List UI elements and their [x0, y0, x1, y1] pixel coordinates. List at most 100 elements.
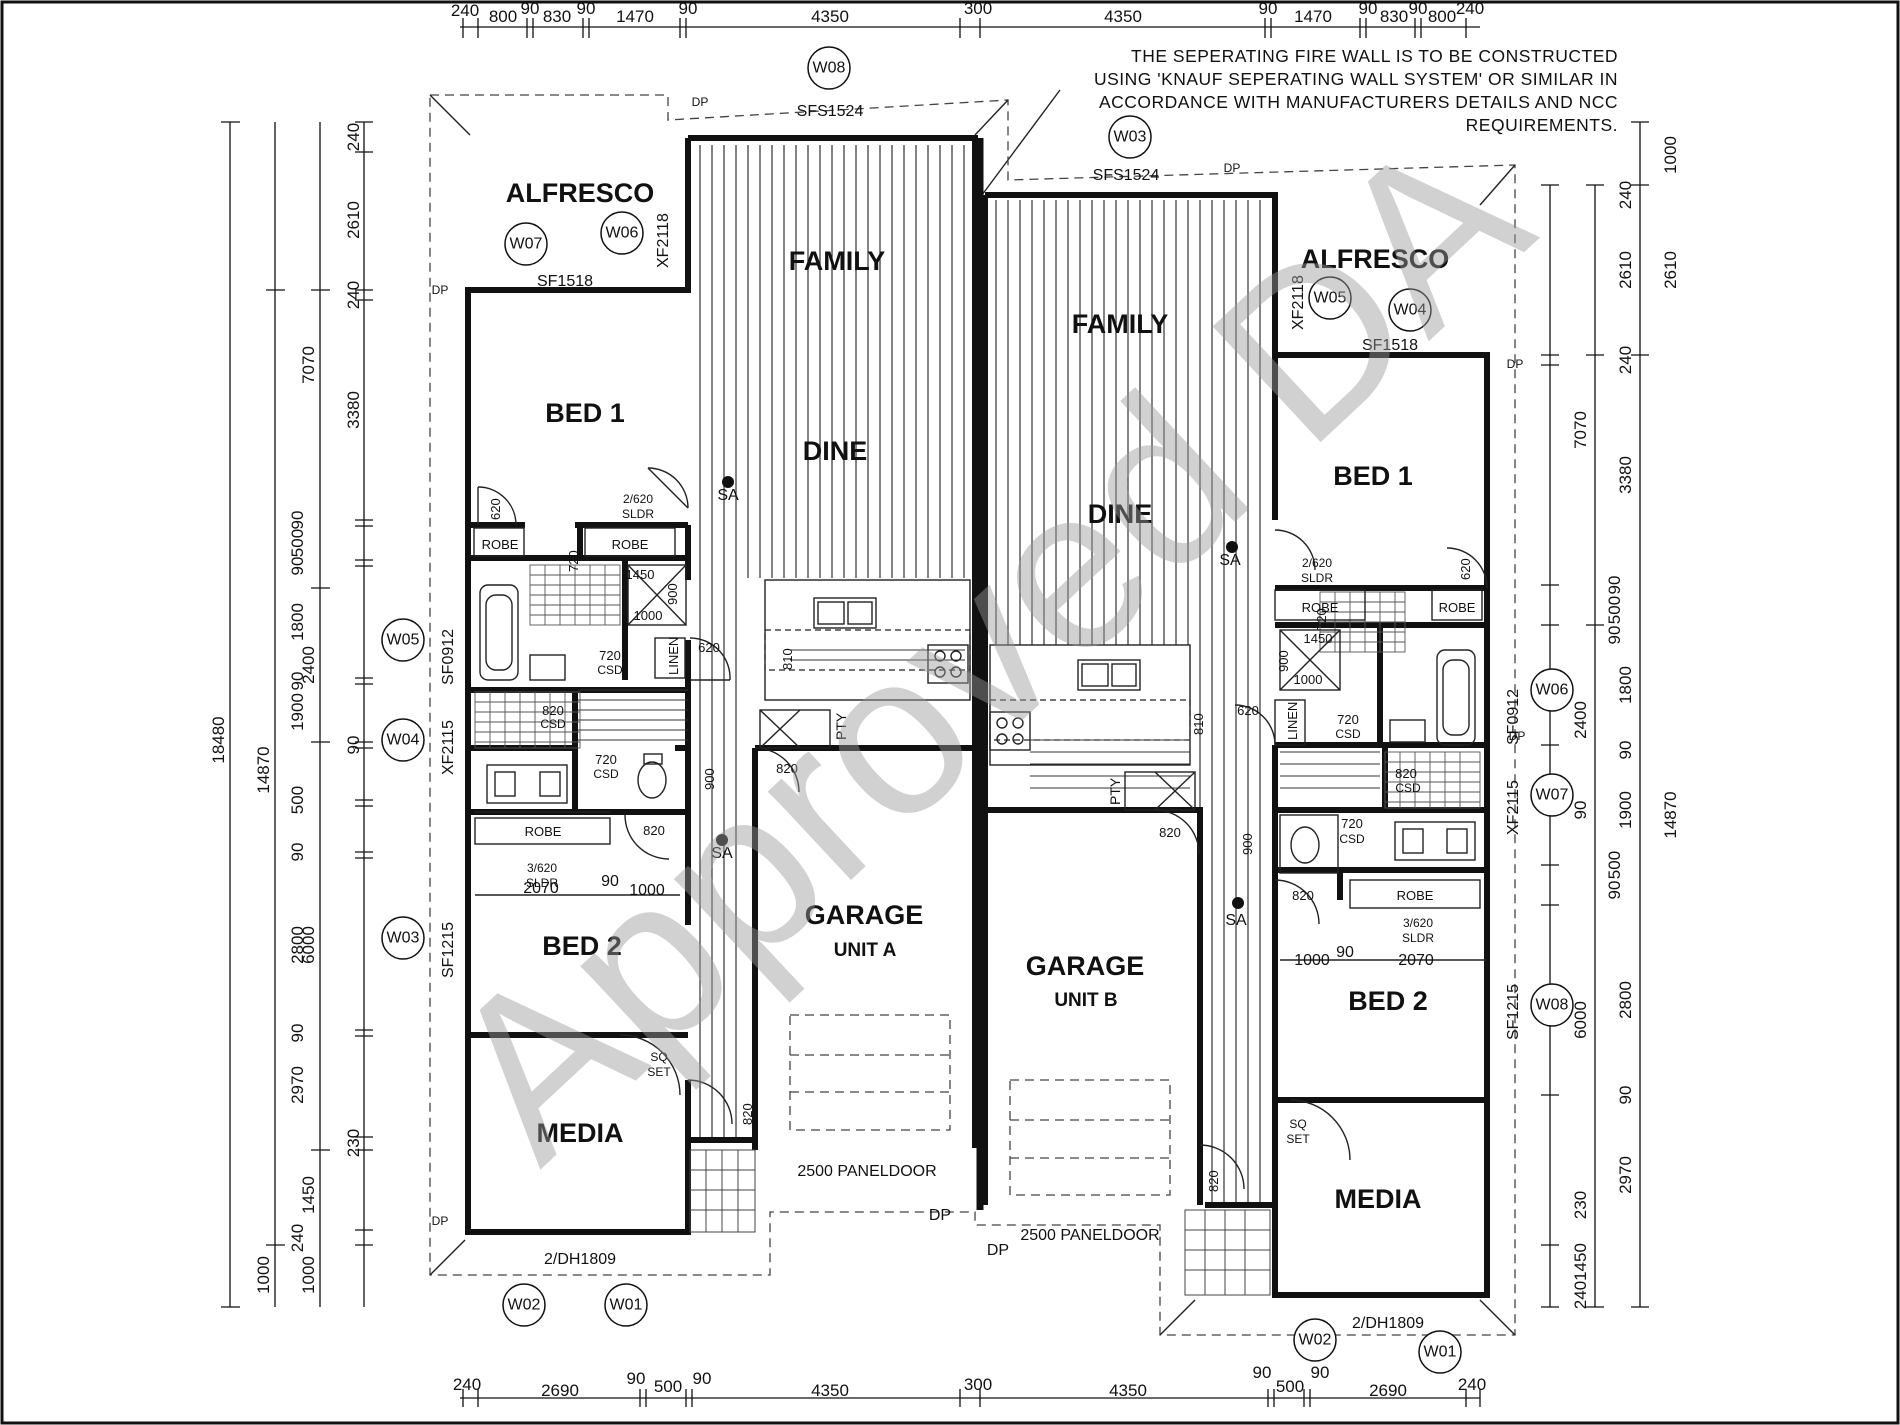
unit-b-d720c: 720 — [1341, 816, 1363, 831]
svg-text:W07: W07 — [510, 236, 543, 253]
unit-a-dh1809: 2/DH1809 — [544, 1251, 616, 1268]
top-dim-1: 240 — [451, 1, 479, 20]
dim-right-i16: 230 — [1571, 1191, 1590, 1219]
top-dimension-string: 240 800 90 830 90 1470 90 4350 300 4350 … — [451, 0, 1484, 38]
right-dimension-strings — [1541, 121, 1649, 1308]
unit-b-garage-label: GARAGE — [1026, 951, 1145, 981]
unit-a-toilet — [637, 761, 667, 799]
top-dim-11: 90 — [1259, 0, 1278, 18]
unit-a-sqset-2: SET — [647, 1065, 671, 1079]
unit-a-sldr3-qty: 3/620 — [527, 861, 557, 875]
dim-left-i13: 2800 — [288, 926, 307, 964]
svg-text:W04: W04 — [1394, 302, 1427, 319]
tag-w07-b: W07 — [1530, 773, 1574, 817]
bottom-dim-9: 90 — [1253, 1363, 1272, 1382]
svg-text:W03: W03 — [1114, 129, 1147, 146]
unit-b-d820a: 820 — [1395, 766, 1417, 781]
dim-right-i2b: 240 — [1616, 346, 1635, 374]
unit-a-dp-1: DP — [692, 95, 709, 109]
bottom-dim-13: 240 — [1458, 1375, 1486, 1394]
unit-a-d720b: 720 — [599, 648, 621, 663]
unit-b-d620b: 620 — [1237, 703, 1259, 718]
svg-text:W05: W05 — [1314, 290, 1347, 307]
note-line-4: REQUIREMENTS. — [1466, 115, 1618, 135]
dim-left-i2: 240 — [344, 281, 363, 309]
unit-b-d820c: 820 — [1292, 888, 1314, 903]
top-dim-15: 90 — [1409, 0, 1428, 18]
roof-outline — [429, 94, 1516, 1336]
top-dim-2: 800 — [489, 7, 517, 26]
tag-w04-b: W04 — [1388, 288, 1432, 332]
dim-right-overall: 14870 — [1661, 791, 1680, 838]
top-dim-16: 800 — [1428, 7, 1456, 26]
unit-a: PTY — [432, 95, 978, 1268]
dim-right-i17: 1450 — [1571, 1243, 1590, 1281]
unit-a-bath — [479, 584, 519, 681]
dim-right-i8: 90 — [1616, 741, 1635, 760]
dim-right-i10: 90 — [1571, 801, 1590, 820]
dim-left-i9: 1900 — [288, 693, 307, 731]
unit-a-dp-3: DP — [432, 1214, 449, 1228]
dim-right-2610: 2610 — [1616, 251, 1635, 289]
dim-right-i12: 90 — [1605, 881, 1624, 900]
unit-b-robe-2: ROBE — [1439, 600, 1476, 615]
dim-right-i9: 1900 — [1616, 791, 1635, 829]
unit-a-bed2-label: BED 2 — [542, 931, 622, 961]
unit-a-dp-2: DP — [432, 283, 449, 297]
unit-a-d900a: 900 — [665, 583, 680, 605]
dim-left-i6: 90 — [288, 557, 307, 576]
unit-a-sa-2: SA — [711, 845, 733, 862]
tag-w07-a: W07 — [504, 222, 548, 266]
unit-b-media-label: MEDIA — [1335, 1184, 1422, 1214]
dim-right-i14: 90 — [1616, 1086, 1635, 1105]
top-dim-12: 1470 — [1294, 7, 1332, 26]
unit-a-csd-2: CSD — [540, 717, 566, 731]
unit-a-sa-1: SA — [717, 487, 739, 504]
dim-right-2400: 2400 — [1571, 701, 1590, 739]
dim-left-i1: 2610 — [344, 201, 363, 239]
svg-text:W07: W07 — [1536, 787, 1569, 804]
dim-left-i3: 3380 — [344, 391, 363, 429]
unit-b-robe-3: ROBE — [1397, 888, 1434, 903]
unit-b-sa-2: SA — [1225, 912, 1247, 929]
unit-b-sfs1524: SFS1524 — [1093, 167, 1160, 184]
top-dim-5: 90 — [577, 0, 596, 18]
unit-a-dine-label: DINE — [803, 436, 868, 466]
unit-b-d1450: 1450 — [1304, 631, 1333, 646]
dim-left-1450: 1450 — [299, 1176, 318, 1214]
unit-b-dp-4: DP — [987, 1242, 1009, 1259]
unit-b-csd-2: CSD — [1395, 781, 1421, 795]
unit-a-sf1215: SF1215 — [440, 922, 457, 978]
unit-a-csd-3: CSD — [593, 767, 619, 781]
unit-b-linen-label: LINEN — [1285, 702, 1300, 740]
unit-b-dp-1: DP — [1224, 161, 1241, 175]
unit-a-d90: 90 — [601, 873, 619, 890]
dim-right-i4: 90 — [1605, 576, 1624, 595]
unit-a-sldr-label: SLDR — [622, 507, 654, 521]
unit-b-smoke-alarm-1 — [1226, 541, 1238, 553]
bottom-dim-6: 4350 — [811, 1381, 849, 1400]
tag-w02-a: W02 — [502, 1283, 546, 1327]
dim-left-i14: 90 — [288, 1024, 307, 1043]
unit-a-xf2118: XF2118 — [655, 213, 672, 268]
dim-left-i11: 500 — [288, 786, 307, 814]
unit-a-robe-2: ROBE — [612, 537, 649, 552]
unit-a-d620b: 620 — [698, 640, 720, 655]
dim-left-i16: 230 — [344, 1129, 363, 1157]
unit-b-d620a: 620 — [1458, 558, 1473, 580]
unit-a-d1000b: 1000 — [629, 882, 665, 899]
dim-left-overall: 18480 — [209, 716, 228, 763]
unit-a-d1000a: 1000 — [634, 608, 663, 623]
unit-b-bed2-label: BED 2 — [1348, 986, 1428, 1016]
unit-b-garage-door-outline — [1009, 1079, 1171, 1196]
tag-w03-top: W03 — [1108, 115, 1152, 159]
svg-text:W05: W05 — [387, 632, 420, 649]
unit-a-d820a: 820 — [542, 703, 564, 718]
unit-b-bath — [1436, 649, 1476, 746]
top-dim-14: 830 — [1380, 7, 1408, 26]
unit-b-sldr-label: SLDR — [1301, 571, 1333, 585]
dim-right-i0: 1000 — [1661, 136, 1680, 174]
unit-b-xf2115: XF2115 — [1505, 780, 1522, 835]
tag-w02-b: W02 — [1293, 1318, 1337, 1362]
unit-b-sldr3-qty: 3/620 — [1403, 916, 1433, 930]
